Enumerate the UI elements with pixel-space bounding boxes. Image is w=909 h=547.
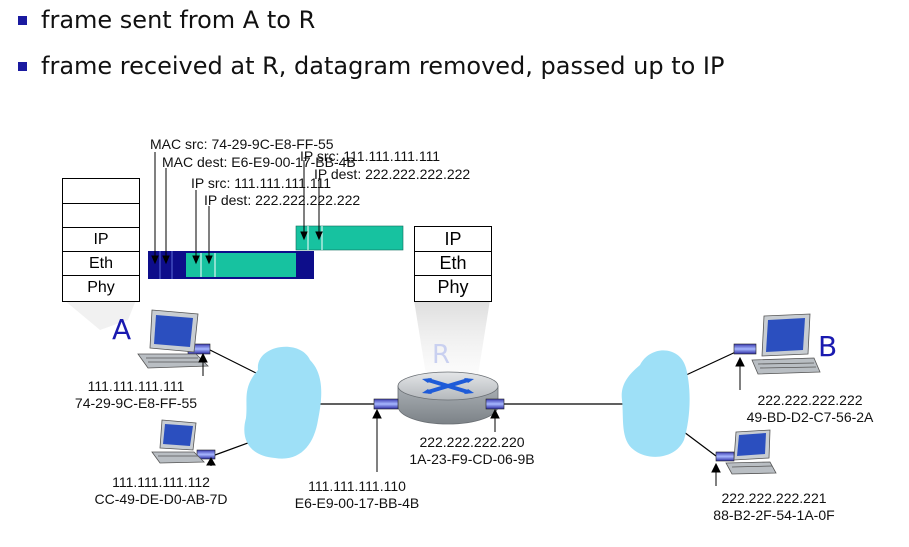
host-b-label: B <box>818 330 838 363</box>
stack-layer-eth: Eth <box>415 252 491 276</box>
host-a2-mac: CC-49-DE-D0-AB-7D <box>94 491 228 507</box>
stack-layer-phy: Phy <box>437 277 469 297</box>
bullet-text: frame sent from A to R <box>41 6 316 34</box>
protocol-stack-a: IP Eth Phy <box>62 178 140 302</box>
bullet-text: frame received at R, datagram removed, p… <box>41 52 725 80</box>
router <box>397 371 499 425</box>
stack-layer-phy: Phy <box>87 278 115 296</box>
host-b2-ip: 222.222.222.221 <box>721 490 827 506</box>
link-frame <box>148 251 314 279</box>
computer-icon-host-b <box>751 313 821 375</box>
host-a-ip: 111.111.111.111 <box>87 378 185 394</box>
host-a-mac: 74-29-9C-E8-FF-55 <box>74 395 198 411</box>
host-a-addresses: 111.111.111.111 74-29-9C-E8-FF-55 <box>66 378 206 412</box>
stack-layer-empty <box>63 204 139 228</box>
label-mac-src: MAC src: 74-29-9C-E8-FF-55 <box>150 136 334 152</box>
frame-datagram <box>186 253 296 277</box>
host-b-mac: 49-BD-D2-C7-56-2A <box>746 409 874 425</box>
adapter-router-left <box>373 398 399 410</box>
label-mac-dest: MAC dest: E6-E9-00-17-BB-4B <box>162 154 356 170</box>
frame-field-pointers <box>151 152 323 265</box>
computer-icon-host-a2 <box>151 419 205 464</box>
router-right-ip: 222.222.222.220 <box>419 434 525 450</box>
links <box>209 349 741 457</box>
label-ip-src: IP src: 111.111.111.111 <box>191 175 332 191</box>
computer-icon-host-b2 <box>725 429 777 475</box>
host-b-ip: 222.222.222.222 <box>757 392 863 408</box>
label-datagram-ip-src: IP src: 111.111.111.111 <box>300 148 441 164</box>
adapter-host-b <box>733 343 757 355</box>
host-a-stack-beam <box>64 300 136 330</box>
bullet-marker <box>18 61 27 71</box>
bullet-1: frame sent from A to R <box>18 6 315 34</box>
adapter-router-right <box>485 398 505 410</box>
stack-layer-eth: Eth <box>63 252 139 276</box>
host-b2-mac: 88-B2-2F-54-1A-0F <box>713 507 835 523</box>
router-left-addresses: 111.111.111.110 E6-E9-00-17-BB-4B <box>282 478 432 512</box>
protocol-stack-router: IP Eth Phy <box>414 226 492 302</box>
extracted-datagram <box>295 225 404 251</box>
router-right-mac: 1A-23-F9-CD-06-9B <box>409 451 535 467</box>
host-b-addresses: 222.222.222.222 49-BD-D2-C7-56-2A <box>730 392 890 426</box>
router-left-ip: 111.111.111.110 <box>308 478 406 494</box>
bullet-marker <box>18 15 27 25</box>
stack-layer-ip: IP <box>63 228 139 252</box>
address-arrows <box>198 352 745 486</box>
lan-cloud-left <box>244 346 322 459</box>
router-label: R <box>432 340 451 370</box>
lan-cloud-right <box>621 350 690 457</box>
label-ip-dest: IP dest: 222.222.222.222 <box>204 192 361 208</box>
stack-layer-ip: IP <box>415 227 491 252</box>
label-datagram-ip-dest: IP dest: 222.222.222.222 <box>314 166 471 182</box>
router-stack-beam <box>414 300 490 375</box>
router-left-mac: E6-E9-00-17-BB-4B <box>294 495 420 511</box>
host-a2-addresses: 111.111.111.112 CC-49-DE-D0-AB-7D <box>86 474 236 508</box>
host-b2-addresses: 222.222.222.221 88-B2-2F-54-1A-0F <box>694 490 854 524</box>
host-a-label: A <box>112 313 132 346</box>
host-a2-ip: 111.111.111.112 <box>112 474 210 490</box>
bullet-2: frame received at R, datagram removed, p… <box>18 52 724 80</box>
router-right-addresses: 222.222.222.220 1A-23-F9-CD-06-9B <box>392 434 552 468</box>
adapter-host-b2 <box>715 451 735 462</box>
computer-icon-host-a <box>137 309 209 369</box>
stack-layer-empty <box>63 179 139 204</box>
